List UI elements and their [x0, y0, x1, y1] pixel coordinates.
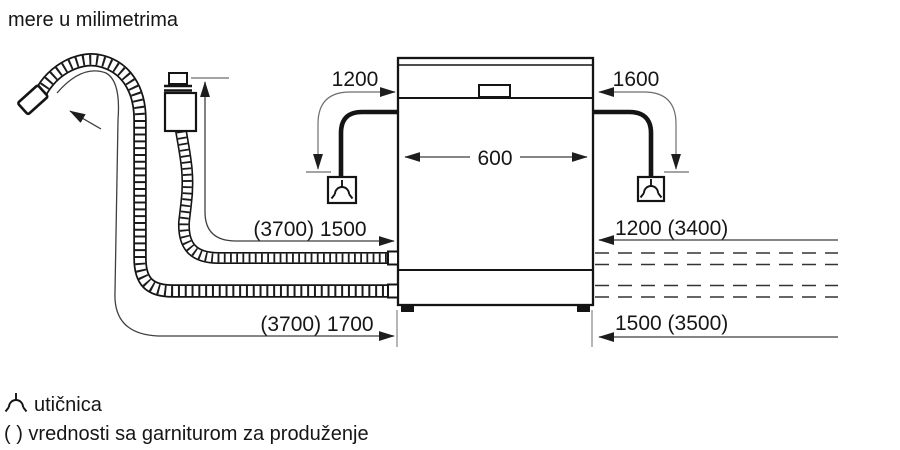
extended-hoses-dashed	[595, 252, 838, 298]
dimension-cord-left	[306, 87, 396, 173]
control-panel-display	[478, 84, 511, 98]
dimension-drain-left	[56, 70, 395, 341]
label-drain-left: (3700) 1700	[260, 313, 373, 336]
label-supply-left: (3700) 1500	[253, 218, 366, 241]
label-cord-right: 1600	[613, 68, 660, 91]
dimension-supply-left	[191, 77, 395, 246]
page-title: mere u milimetrima	[8, 9, 179, 31]
drain-hose	[31, 53, 391, 298]
dimension-cord-right	[598, 87, 689, 173]
socket-icon	[4, 392, 28, 413]
label-machine-width: 600	[477, 147, 512, 170]
dimension-width	[404, 146, 588, 167]
foot-right	[577, 305, 590, 312]
aqua-stop-valve	[163, 72, 198, 133]
drain-hose-stub	[387, 283, 399, 299]
foot-left	[401, 305, 414, 312]
legend-socket-label: utičnica	[34, 394, 103, 416]
label-supply-right: 1200 (3400)	[615, 217, 728, 240]
supply-hose-stub	[387, 250, 399, 266]
power-cord-right	[594, 109, 654, 177]
label-drain-right: 1500 (3500)	[615, 312, 728, 335]
legend: utičnica ( ) vrednosti sa garniturom za …	[4, 392, 369, 445]
label-cord-left: 1200	[332, 68, 379, 91]
power-cord-left	[338, 109, 397, 177]
supply-hose	[175, 130, 391, 264]
legend-note: ( ) vrednosti sa garniturom za produženj…	[4, 423, 369, 445]
dishwasher-outline	[387, 56, 595, 312]
socket-icon-left	[326, 175, 358, 205]
socket-icon-right	[636, 175, 666, 203]
drain-hose-end-cap	[17, 84, 49, 116]
